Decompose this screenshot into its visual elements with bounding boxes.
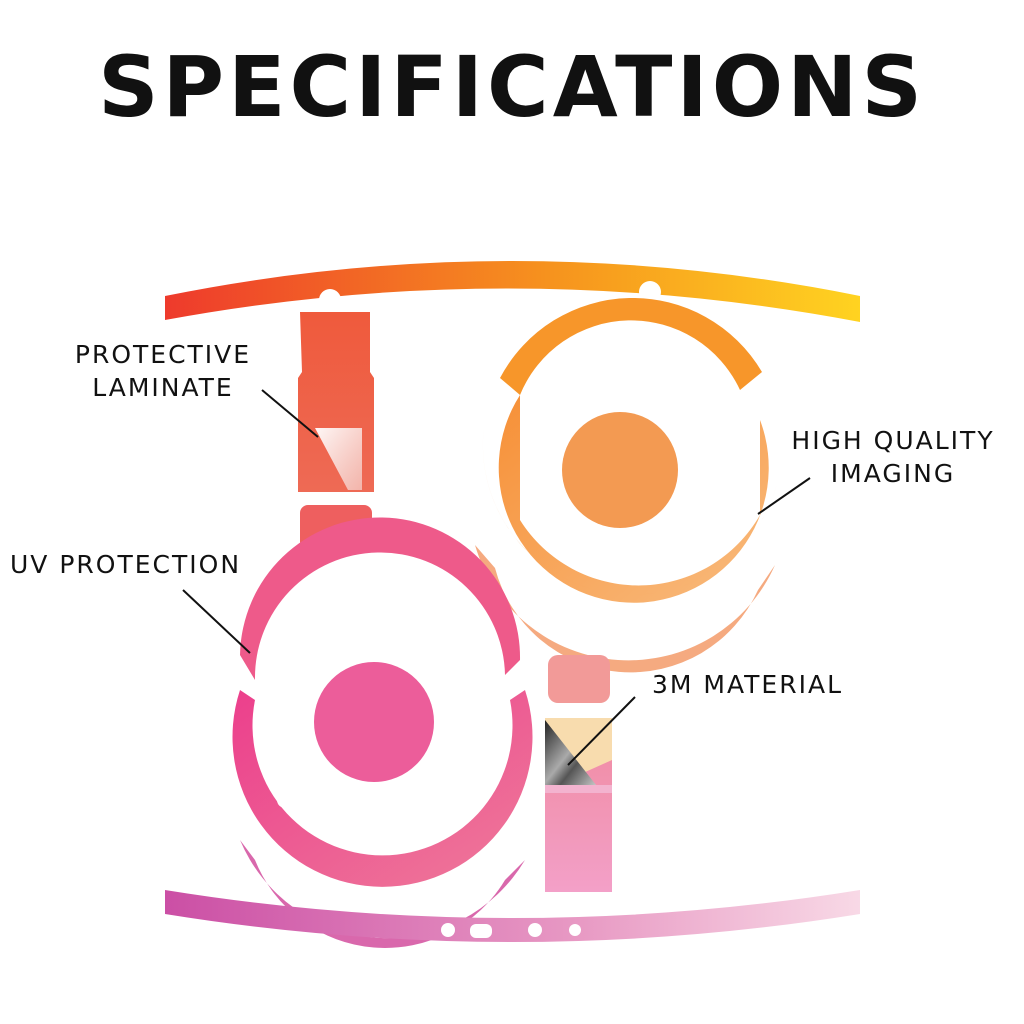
left-cup-piece <box>232 517 533 948</box>
protective-laminate-line2: LAMINATE <box>92 373 234 402</box>
high-quality-leader <box>757 477 811 515</box>
protective-laminate-label: PROTECTIVE LAMINATE <box>58 338 268 404</box>
high-quality-line1: HIGH QUALITY <box>791 426 995 455</box>
protective-laminate-swatch <box>315 428 362 490</box>
3m-material-swatch <box>545 720 600 790</box>
protective-laminate-leader <box>261 389 319 438</box>
top-headband-piece <box>165 261 860 322</box>
bottom-headband-piece <box>165 890 860 942</box>
3m-material-label: 3M MATERIAL <box>652 670 843 699</box>
right-cup-piece <box>475 297 780 673</box>
high-quality-line2: IMAGING <box>830 459 956 488</box>
high-quality-imaging-label: HIGH QUALITY IMAGING <box>778 424 1008 490</box>
protective-laminate-line1: PROTECTIVE <box>74 340 252 369</box>
right-strap-piece <box>545 655 612 892</box>
uv-protection-label: UV PROTECTION <box>10 550 242 579</box>
uv-protection-leader <box>182 589 251 654</box>
3m-material-leader <box>567 696 636 766</box>
page-title: SPECIFICATIONS <box>98 38 926 136</box>
